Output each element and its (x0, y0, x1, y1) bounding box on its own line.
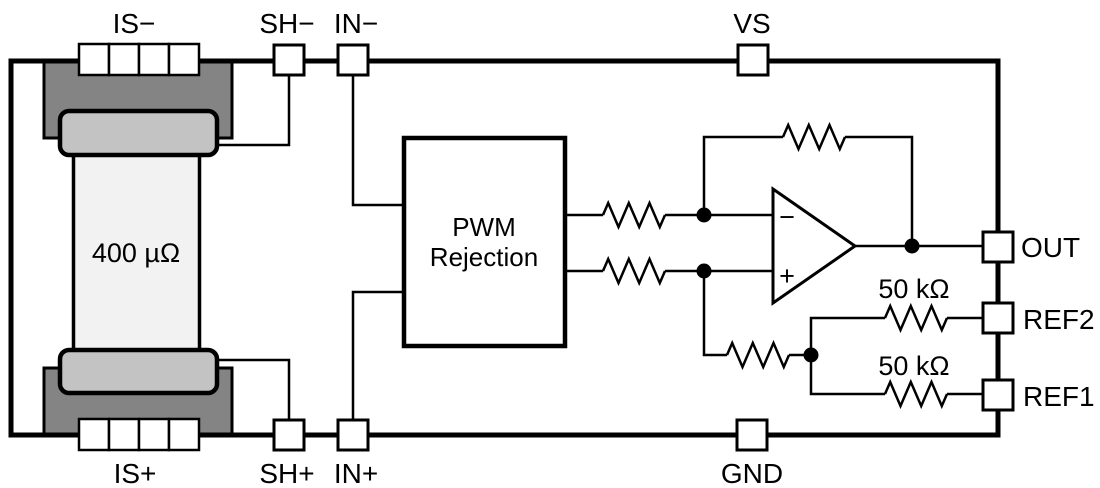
pin-squares (272, 43, 1015, 452)
in-minus-label: IN− (334, 8, 378, 39)
sh-plus-label: SH+ (259, 458, 314, 488)
resistor-ref1 (883, 378, 949, 410)
opamp (771, 186, 858, 306)
out-pin (981, 230, 1015, 264)
ref1-label: REF1 (1023, 381, 1095, 412)
sh-plus-wire (217, 358, 291, 420)
resistor-feedback (781, 121, 847, 153)
sh-plus-pin (272, 418, 306, 452)
in-plus-label: IN+ (334, 458, 378, 488)
sh-minus-wire (217, 75, 291, 147)
shunt-value-label: 400 µΩ (92, 238, 180, 268)
is-minus-pad (137, 42, 171, 77)
is-minus-pads (77, 42, 201, 77)
resistor-input-top (601, 199, 667, 231)
is-plus-pad (167, 417, 201, 452)
is-plus-pad (77, 417, 111, 452)
in-plus-pin (336, 418, 370, 452)
in-minus-wire (351, 75, 404, 207)
junction-dot (696, 263, 712, 279)
is-plus-pads (77, 417, 201, 452)
gnd-label: GND (721, 458, 783, 488)
junction-dots (696, 207, 920, 363)
shunt-resistor-assembly (42, 42, 234, 452)
shunt-clamp-top (57, 108, 220, 158)
ref2-label: REF2 (1023, 304, 1095, 335)
gnd-pin (735, 418, 769, 452)
junction-dot (904, 238, 920, 254)
is-minus-label: IS− (113, 8, 156, 39)
in-minus-pin (336, 43, 370, 77)
junction-dot (803, 347, 819, 363)
feedback-wire (702, 135, 914, 246)
vs-pin (736, 43, 770, 77)
is-plus-pad (107, 417, 141, 452)
sh-minus-pin (272, 43, 306, 77)
in-plus-wire (351, 290, 404, 420)
ref1-pin (981, 378, 1015, 412)
ref2-wire (809, 316, 983, 355)
is-plus-pad (137, 417, 171, 452)
junction-dot (696, 207, 712, 223)
is-minus-pad (167, 42, 201, 77)
is-plus-label: IS+ (114, 458, 157, 488)
resistor-gain (725, 339, 791, 371)
wires (217, 75, 983, 420)
ref1-resistor-value-label: 50 kΩ (878, 351, 949, 381)
shunt-clamp-bottom (57, 347, 220, 396)
sh-minus-label: SH− (259, 8, 314, 39)
vs-label: VS (733, 8, 770, 39)
is-minus-pad (107, 42, 141, 77)
ref2-resistor-value-label: 50 kΩ (878, 274, 949, 304)
ref2-pin (981, 301, 1015, 335)
ref1-wire (809, 355, 983, 396)
pwm-rejection-block (401, 135, 568, 349)
resistors (601, 121, 949, 410)
is-minus-pad (77, 42, 111, 77)
resistor-ref2 (883, 302, 949, 334)
opamp-inverting-input-symbol: − (779, 202, 795, 232)
opamp-noninverting-input-symbol: + (779, 261, 795, 291)
pwm-block-label-line1: PWM (452, 212, 516, 242)
pwm-block-label-line2: Rejection (430, 242, 538, 272)
resistor-input-bottom (601, 255, 667, 287)
out-label: OUT (1021, 232, 1080, 263)
